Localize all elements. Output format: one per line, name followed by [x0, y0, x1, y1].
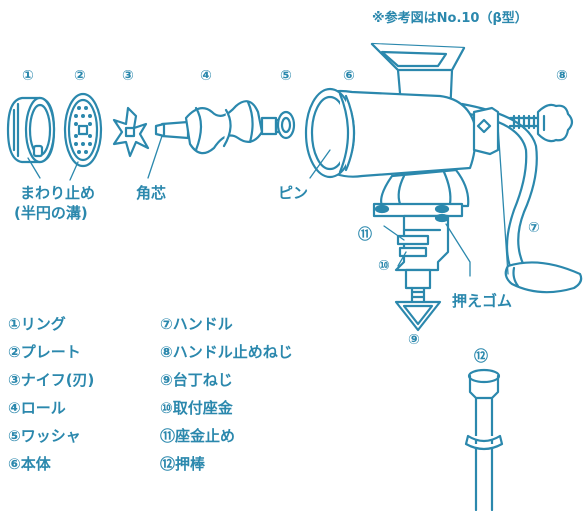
part-number-9: ⑨	[408, 332, 420, 348]
part-number-11: ⑪	[358, 227, 372, 243]
clamp-screw-part	[394, 268, 442, 332]
part-number-1: ①	[22, 68, 34, 84]
part-number-3: ③	[122, 68, 134, 84]
part-number-12: ⑫	[474, 349, 488, 365]
legend-item: ⑤ワッシャ	[8, 427, 81, 445]
legend-item: ⑥本体	[8, 455, 51, 473]
handle-screw-part	[508, 103, 574, 143]
worm-roll-part	[154, 100, 284, 155]
legend-item: ②プレート	[8, 343, 81, 361]
legend-item: ①リング	[8, 315, 66, 333]
part-number-6: ⑥	[343, 68, 355, 84]
pusher-part	[464, 368, 504, 511]
handle-part	[454, 102, 583, 294]
reference-note: ※参考図はNo.10（β型）	[372, 11, 528, 26]
legend-item: ⑫押棒	[160, 455, 206, 473]
lock-ring-label-line2: (半円の溝)	[14, 204, 88, 222]
legend-item: ⑩取付座金	[160, 399, 233, 417]
knife-part	[112, 106, 150, 158]
pin-label: ピン	[278, 184, 309, 202]
part-number-4: ④	[200, 68, 212, 84]
washer-part	[276, 110, 296, 140]
legend-item: ③ナイフ(刃)	[8, 371, 95, 389]
part-number-7: ⑦	[528, 220, 540, 236]
part-number-10: ⑩	[378, 258, 390, 274]
leader-lines	[27, 125, 509, 277]
ring-part	[6, 96, 56, 164]
legend-item: ⑦ハンドル	[160, 315, 233, 333]
lock-ring-label-line1: まわり止め	[20, 184, 96, 202]
legend-item: ④ロール	[8, 399, 66, 417]
main-body-part	[304, 42, 500, 208]
plate-part	[63, 92, 103, 168]
legend-item: ⑪座金止め	[160, 427, 236, 445]
legend-item: ⑧ハンドル止めねじ	[160, 343, 293, 361]
square-core-label: 角芯	[136, 184, 167, 202]
rubber-label: 押えゴム	[452, 292, 513, 310]
legend-right: ⑦ハンドル ⑧ハンドル止めねじ ⑨台丁ねじ ⑩取付座金 ⑪座金止め ⑫押棒	[160, 310, 293, 478]
washer-stopper-part	[396, 234, 430, 258]
legend-item: ⑨台丁ねじ	[160, 371, 233, 389]
part-number-2: ②	[74, 68, 86, 84]
part-number-8: ⑧	[556, 68, 568, 84]
part-number-5: ⑤	[280, 68, 292, 84]
legend-left: ①リング ②プレート ③ナイフ(刃) ④ロール ⑤ワッシャ ⑥本体	[8, 310, 94, 478]
